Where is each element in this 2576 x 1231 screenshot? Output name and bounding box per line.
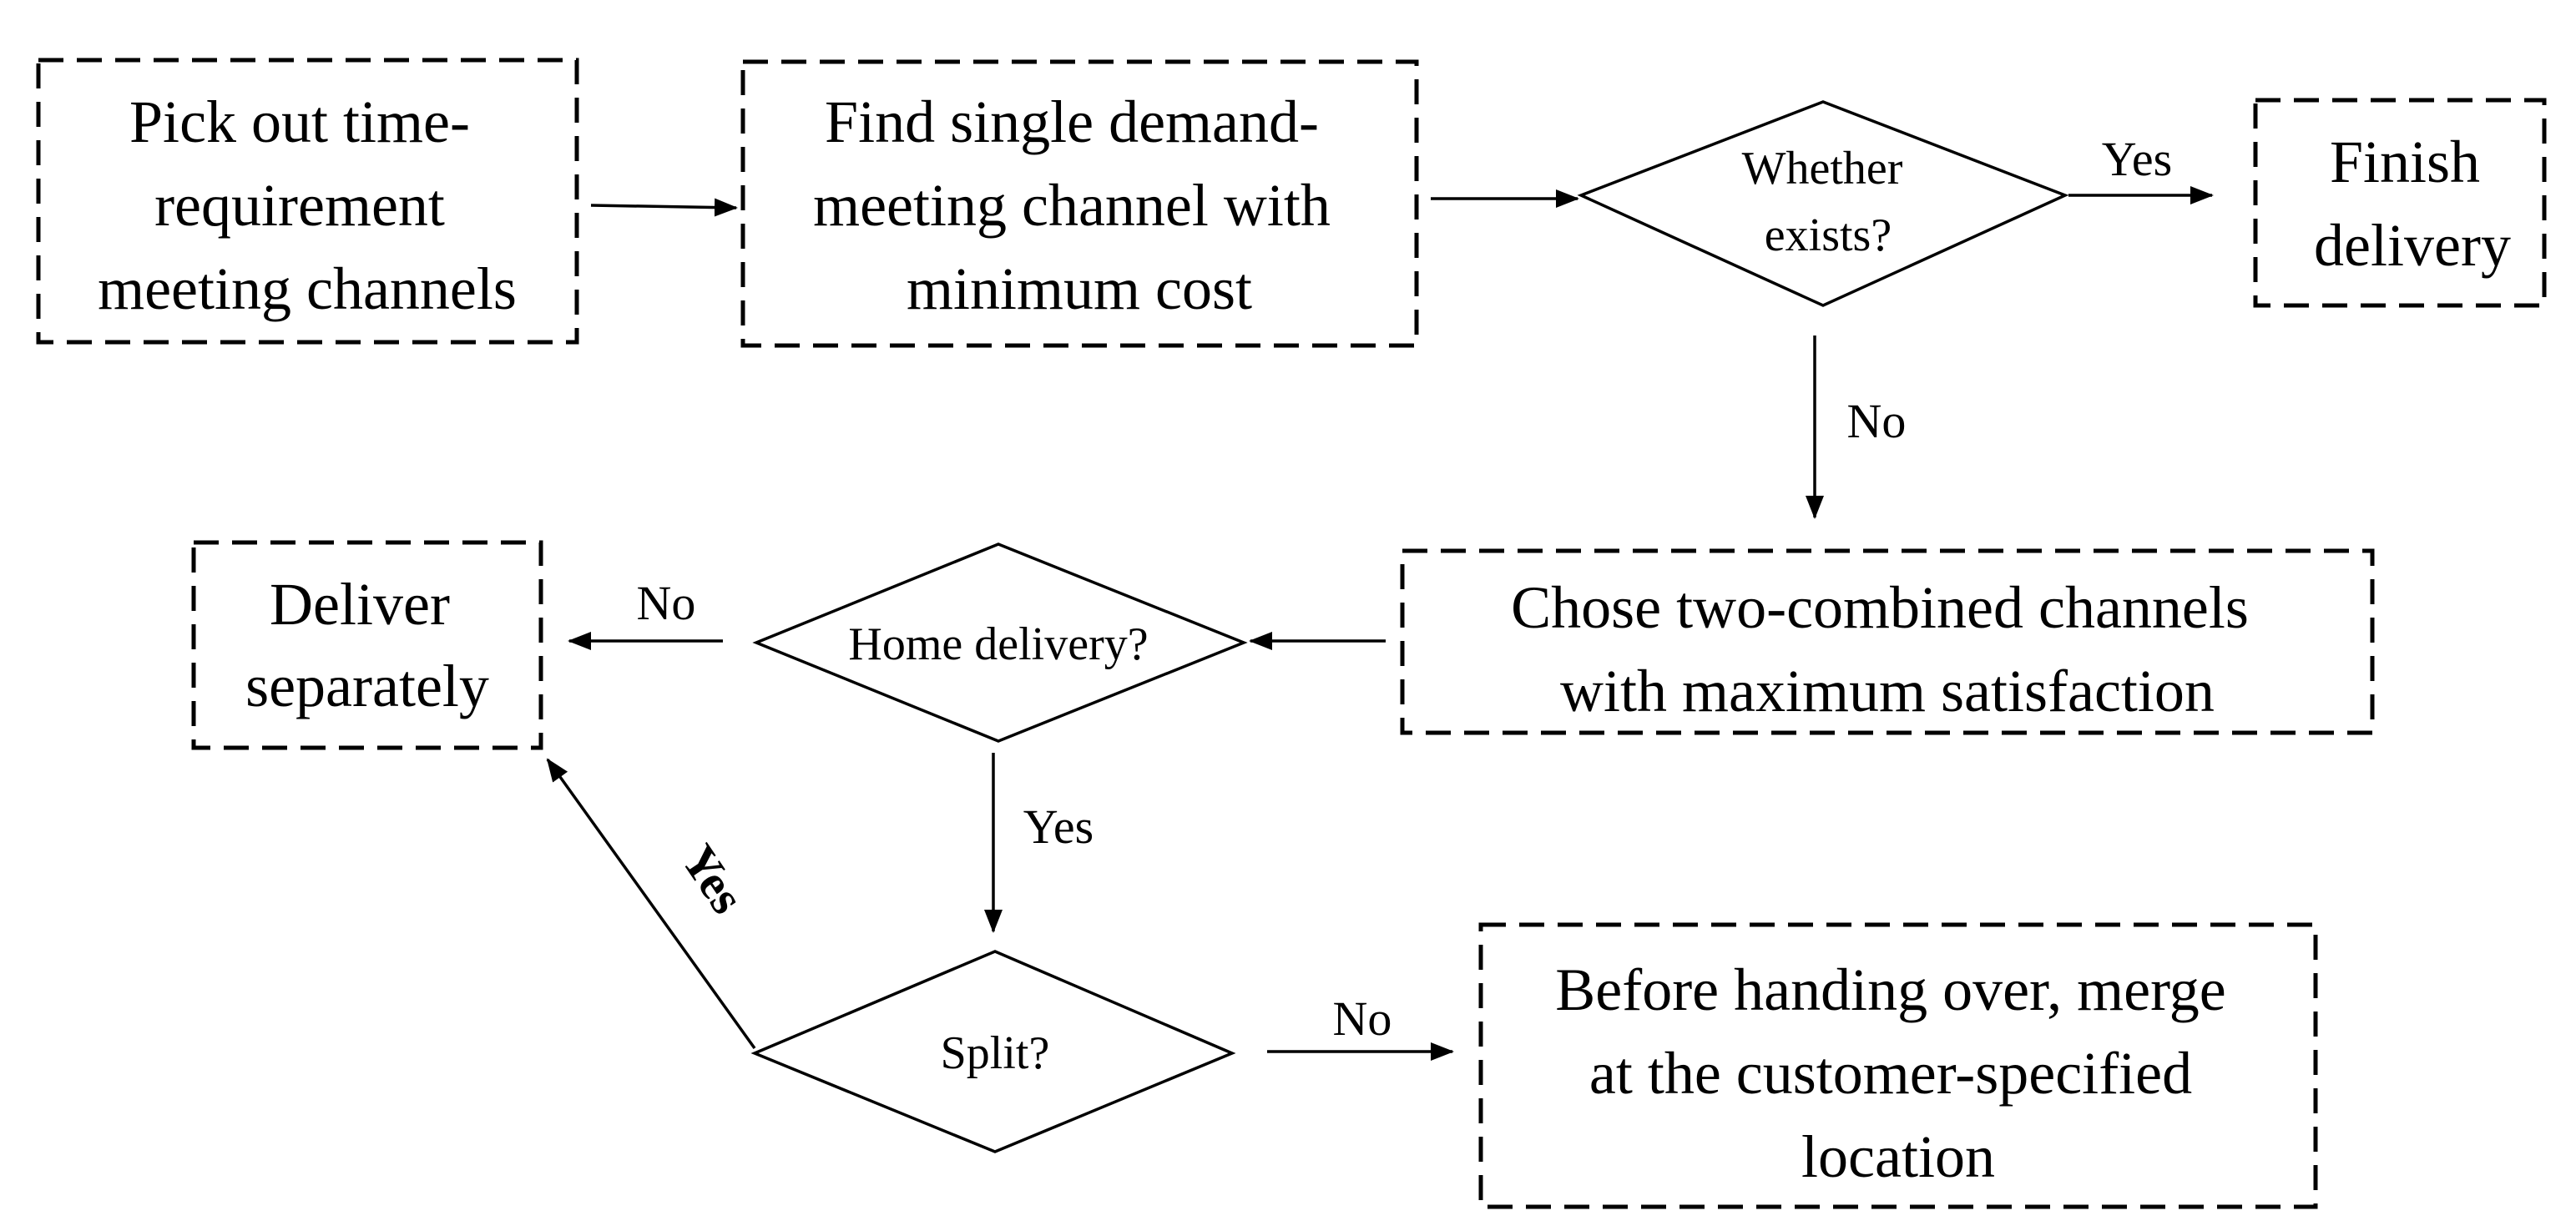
- box-deliver-separately-line-1: Deliver: [270, 571, 450, 638]
- box-merge-location: Before handing over, merge at the custom…: [1478, 922, 2318, 1209]
- svg-text:Finish delivery: Finish delivery: [2314, 129, 2511, 279]
- box-chose-two-line-2: with maximum satisfaction: [1560, 658, 2215, 724]
- decision-whether-exists-line-1: Whether: [1742, 143, 1903, 194]
- box-deliver-separately-line-2: separately: [245, 653, 489, 719]
- box-chose-two-line-1: Chose two-combined channels: [1511, 574, 2249, 641]
- box-find-single-line-1: Find single demand-: [825, 88, 1319, 155]
- svg-text:Before handing over, merge: Before handing over, merge at the custom…: [1555, 956, 2241, 1190]
- decision-home-delivery-line-1: Home delivery?: [848, 618, 1148, 670]
- box-pick-channels-line-3: meeting channels: [98, 255, 517, 322]
- label-split-yes: Yes: [671, 835, 755, 923]
- box-pick-channels: Pick out time- requirement meeting chann…: [36, 58, 579, 345]
- box-deliver-separately: Deliver separately: [191, 540, 543, 750]
- arrow-split-to-deliver: [546, 758, 756, 1050]
- decision-whether-exists: Whether exists?: [1577, 100, 2069, 307]
- box-chose-two: Chose two-combined channels with maximum…: [1400, 548, 2375, 735]
- label-split-no: No: [1333, 991, 1392, 1046]
- box-pick-channels-line-1: Pick out time-: [129, 88, 470, 155]
- box-merge-location-line-2: at the customer-specified: [1589, 1040, 2192, 1107]
- svg-text:Deliver separately: Deliver separately: [245, 571, 489, 719]
- label-exists-yes: Yes: [2102, 132, 2172, 186]
- svg-text:Chose two-combined channels: Chose two-combined channels with maximum…: [1511, 574, 2264, 724]
- decision-split: Split?: [750, 950, 1236, 1153]
- label-exists-no: No: [1847, 394, 1907, 448]
- box-finish-delivery-line-1: Finish: [2330, 129, 2480, 195]
- box-pick-channels-line-2: requirement: [154, 172, 445, 239]
- svg-text:Split?: Split?: [941, 1027, 1050, 1079]
- box-finish-delivery-line-2: delivery: [2314, 212, 2511, 279]
- box-find-single: Find single demand- meeting channel with…: [740, 59, 1419, 348]
- box-merge-location-line-3: location: [1801, 1123, 1995, 1190]
- svg-text:Pick out time- requireme: Pick out time- requirement meeting chann…: [98, 88, 517, 322]
- arrow-pick-to-find: [590, 198, 738, 217]
- box-find-single-line-2: meeting channel with: [813, 172, 1331, 239]
- box-merge-location-line-1: Before handing over, merge: [1555, 956, 2226, 1023]
- label-home-yes: Yes: [1023, 800, 1094, 854]
- decision-whether-exists-line-2: exists?: [1765, 209, 1892, 261]
- decision-split-line-1: Split?: [941, 1027, 1050, 1079]
- svg-text:Home delivery?: Home delivery?: [848, 618, 1148, 670]
- svg-text:Whether exists?: Whether exists?: [1742, 143, 1915, 261]
- label-home-no: No: [637, 576, 696, 630]
- box-finish-delivery: Finish delivery: [2253, 98, 2547, 308]
- decision-home-delivery: Home delivery?: [752, 542, 1248, 743]
- box-find-single-line-3: minimum cost: [907, 255, 1252, 322]
- svg-text:Find single demand- meet: Find single demand- meeting channel with…: [813, 88, 1346, 322]
